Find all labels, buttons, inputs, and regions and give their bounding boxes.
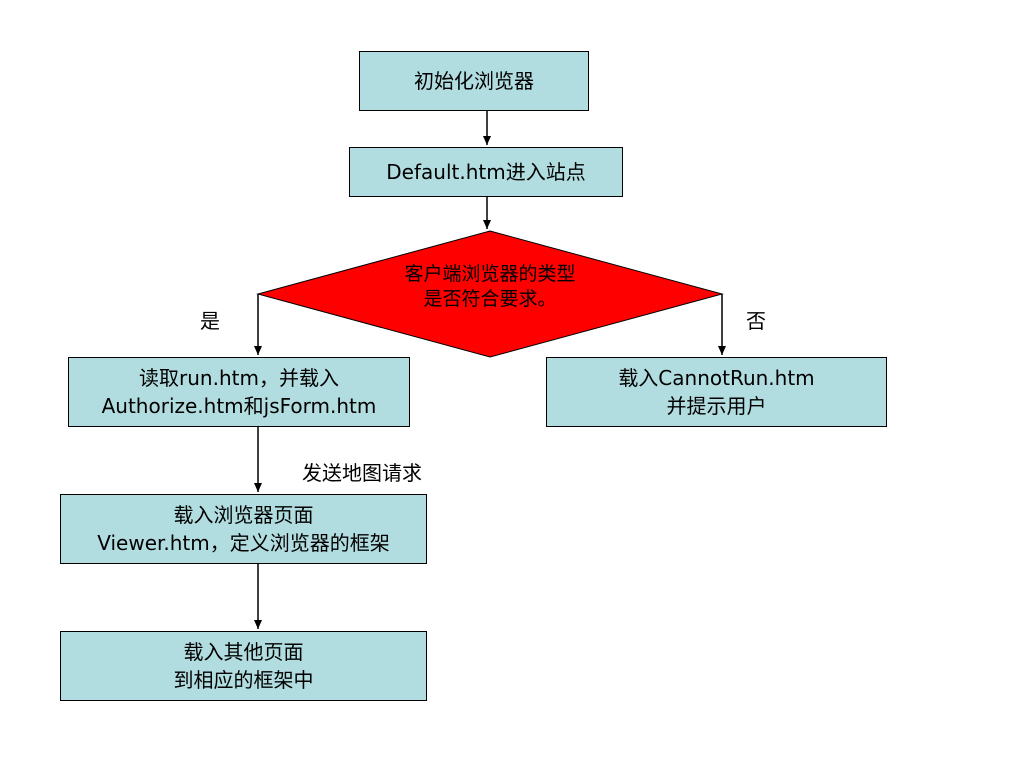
read-run-line-1: 读取run.htm，并载入 [139, 366, 339, 390]
decision-text: 客户端浏览器的类型 是否符合要求。 [330, 262, 650, 312]
read-run-box: 读取run.htm，并载入 Authorize.htm和jsForm.htm [68, 357, 410, 427]
load-other-line-1: 载入其他页面 [183, 640, 304, 664]
map-request-label: 发送地图请求 [302, 461, 422, 485]
yes-label: 是 [200, 309, 220, 333]
init-browser-label: 初始化浏览器 [414, 69, 534, 93]
no-label: 否 [746, 309, 766, 333]
load-viewer-line-1: 载入浏览器页面 [173, 503, 314, 527]
decision-line-1: 客户端浏览器的类型 [404, 263, 576, 285]
enter-site-label: Default.htm进入站点 [386, 160, 586, 184]
enter-site-box: Default.htm进入站点 [349, 147, 623, 197]
decision-line-2: 是否符合要求。 [423, 288, 557, 310]
init-browser-box: 初始化浏览器 [359, 51, 589, 111]
read-run-line-2: Authorize.htm和jsForm.htm [101, 394, 377, 418]
load-viewer-line-2: Viewer.htm，定义浏览器的框架 [97, 531, 390, 555]
load-other-line-2: 到相应的框架中 [173, 668, 314, 692]
load-other-box: 载入其他页面 到相应的框架中 [60, 631, 427, 701]
cannot-run-line-2: 并提示用户 [666, 394, 767, 418]
cannot-run-box: 载入CannotRun.htm 并提示用户 [546, 357, 887, 427]
load-viewer-box: 载入浏览器页面 Viewer.htm，定义浏览器的框架 [60, 494, 427, 564]
decision-diamond [256, 230, 724, 358]
cannot-run-line-1: 载入CannotRun.htm [618, 366, 815, 390]
